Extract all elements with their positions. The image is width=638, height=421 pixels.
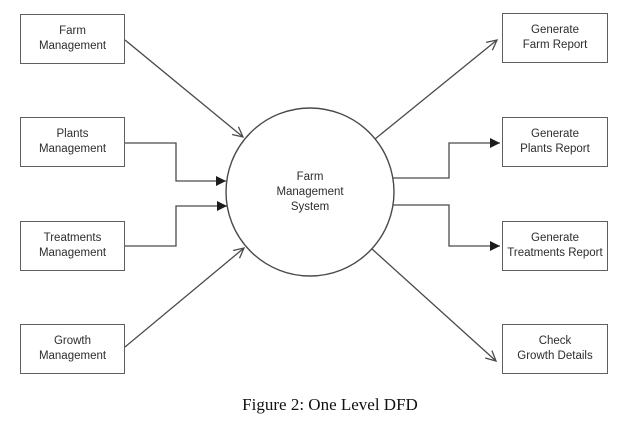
entity-generate-plants-report: Generate Plants Report <box>502 117 608 167</box>
entity-treatments-management: Treatments Management <box>20 221 125 271</box>
process-farm-management-system-label: Farm Management System <box>226 108 394 276</box>
entity-label-line: Growth <box>53 335 92 347</box>
process-circle <box>225 107 395 277</box>
entity-generate-treatments-report: Generate Treatments Report <box>502 221 608 271</box>
entity-label-line: Farm <box>59 25 86 37</box>
entity-label-line: Plants <box>56 128 89 140</box>
flow-system-to-check-growth-details <box>371 248 498 362</box>
entity-label-line: Management <box>38 143 107 155</box>
flow-growth-management-to-system <box>124 247 246 348</box>
flow-plants-management-to-system <box>125 142 226 186</box>
process-label-line: System <box>290 200 330 213</box>
entity-label-line: Plants Report <box>520 143 590 155</box>
flow-system-to-generate-plants-report <box>393 138 500 179</box>
process-label-line: Management <box>276 185 344 198</box>
entity-label-line: Check <box>538 335 572 347</box>
entity-label-line: Management <box>38 350 107 362</box>
entity-growth-management: Growth Management <box>20 324 125 374</box>
process-label-line: Farm <box>296 170 324 183</box>
flow-system-to-generate-farm-report <box>374 39 499 140</box>
entity-plants-management: Plants Management <box>20 117 125 167</box>
entity-label-line: Farm Report <box>522 39 588 51</box>
flow-farm-management-to-system <box>124 39 245 138</box>
entity-farm-management: Farm Management <box>20 14 125 64</box>
entity-label-line: Generate <box>531 232 579 244</box>
entity-label-line: Treatments Report <box>507 247 603 259</box>
entity-label-line: Generate <box>531 128 579 140</box>
entity-generate-farm-report: Generate Farm Report <box>502 13 608 63</box>
flow-treatments-management-to-system <box>125 201 227 247</box>
figure-caption: Figure 2: One Level DFD <box>242 395 418 414</box>
entity-label-line: Treatments <box>43 232 102 244</box>
entity-label-line: Management <box>38 40 107 52</box>
entity-label-line: Generate <box>531 24 579 36</box>
entity-label-line: Growth Details <box>517 350 593 362</box>
flow-system-to-generate-treatments-report <box>393 204 500 251</box>
entity-label-line: Management <box>38 247 107 259</box>
entity-check-growth-details: Check Growth Details <box>502 324 608 374</box>
